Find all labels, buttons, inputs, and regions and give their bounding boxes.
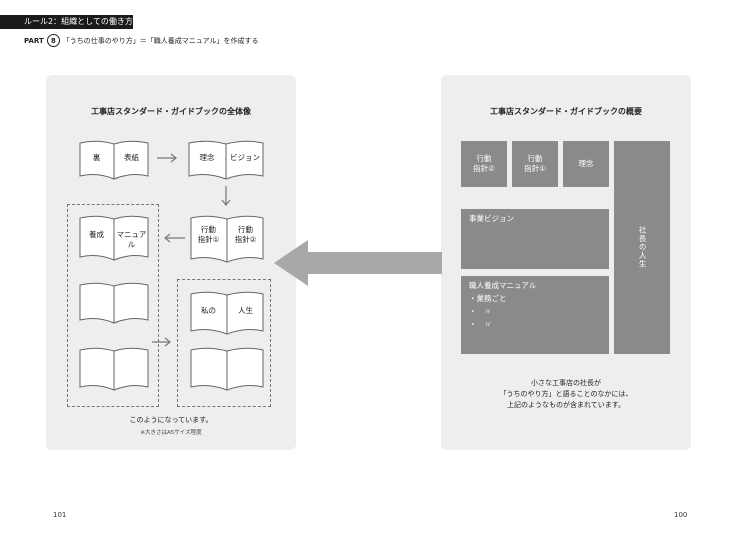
- left-caption: このようになっています。: [129, 416, 213, 424]
- left-panel: 工事店スタンダード・ガイドブックの全体像: [46, 75, 296, 450]
- book-guideline-1-label: 行動 指針①: [197, 225, 220, 245]
- book-blank-1: [79, 281, 149, 325]
- box-guideline-1: 行動 指針①: [512, 141, 558, 187]
- book-action-guidelines: 行動 指針① 行動 指針②: [190, 214, 264, 264]
- life-group-outline: [177, 279, 271, 407]
- book-life-label: 人生: [238, 306, 253, 315]
- book-manual-label: マニュアル: [116, 230, 147, 250]
- arrow-left-icon: [164, 233, 185, 243]
- part-label: PART: [24, 36, 44, 45]
- right-panel-title: 工事店スタンダード・ガイドブックの概要: [490, 107, 642, 116]
- manual-group-outline: [67, 204, 159, 407]
- book-blank-3: [190, 346, 264, 392]
- box-business-vision: 事業ビジョン: [461, 209, 609, 269]
- page-number-left: 101: [53, 511, 67, 519]
- right-caption: 小さな工事店の社長が 「うちのやり方」と語ることのなかには、 上記のようなものが…: [499, 379, 633, 409]
- left-panel-title: 工事店スタンダード・ガイドブックの全体像: [91, 107, 251, 116]
- chapter-header-bar: ルール2：組織としての働き方: [0, 15, 133, 29]
- book-training-manual: 養成 マニュアル: [79, 214, 149, 262]
- section-description: 「うちの仕事のやり方」＝「職人養成マニュアル」を作成する: [62, 36, 259, 45]
- book-my-label: 私の: [201, 306, 216, 315]
- arrow-right-icon: [157, 153, 177, 163]
- chapter-rule-label: ルール2：組織としての働き方: [24, 17, 133, 26]
- book-cover: 裏 表紙: [79, 139, 149, 181]
- arrow-right-small-icon: [152, 337, 171, 347]
- box-philosophy: 理念: [563, 141, 609, 187]
- box-guideline-2: 行動 指針②: [461, 141, 507, 187]
- size-note: ※大きさはA5サイズ程度: [140, 430, 202, 436]
- book-training-label: 養成: [89, 230, 104, 239]
- box-training-manual: 職人養成マニュアル ・業務ごと ・ 〃 ・ 〃: [461, 276, 609, 354]
- big-arrow-left-icon: [274, 240, 442, 286]
- book-philosophy-label: 理念: [199, 153, 215, 162]
- book-guideline-2-label: 行動 指針②: [234, 225, 257, 245]
- book-cover-front-label: 表紙: [124, 153, 139, 162]
- section-subtitle: PART 8 「うちの仕事のやり方」＝「職人養成マニュアル」を作成する: [24, 34, 259, 47]
- book-philosophy: 理念 ビジョン: [188, 139, 264, 181]
- book-blank-2: [79, 346, 149, 392]
- page-number-right: 100: [674, 511, 688, 519]
- book-cover-back-label: 裏: [92, 153, 101, 162]
- book-vision-label: ビジョン: [230, 153, 260, 162]
- book-my-life: 私の 人生: [190, 290, 264, 336]
- arrow-down-icon: [221, 186, 231, 206]
- part-number-badge: 8: [46, 34, 60, 47]
- box-ceo-life: 社長の人生: [614, 141, 670, 354]
